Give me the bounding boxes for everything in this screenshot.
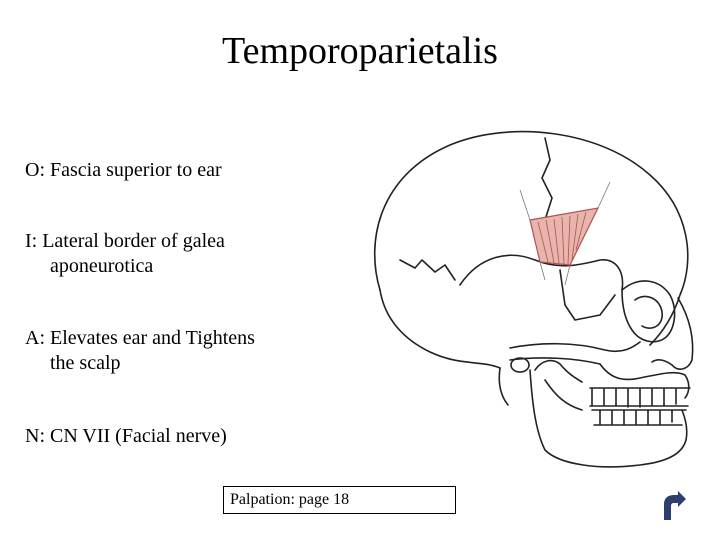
slide-title: Temporoparietalis (222, 30, 498, 72)
mandible-outline (529, 369, 688, 468)
maxilla-outline (599, 363, 690, 399)
action-line-1: A: Elevates ear and Tightens (25, 327, 255, 349)
origin-text: O: Fascia superior to ear (25, 159, 222, 181)
orbit-outline (621, 280, 676, 343)
insertion-line-2: aponeurotica (50, 255, 154, 277)
lower-teeth (591, 409, 687, 426)
skull-illustration (373, 130, 694, 468)
sphenoid-outline (559, 269, 616, 321)
mastoid-process (498, 367, 509, 406)
nasal-outline (671, 297, 694, 370)
palpation-box: Palpation: page 18 (223, 486, 456, 514)
temporoparietalis-muscle (519, 181, 611, 286)
ear-canal (510, 357, 530, 373)
upper-teeth (589, 387, 691, 408)
cranium-outline (373, 130, 689, 346)
return-arrow-icon[interactable] (656, 490, 688, 522)
action-text: A: Elevates ear and Tightens the scalp (25, 326, 325, 376)
squamous-suture (459, 254, 624, 291)
occipital-outline (379, 289, 501, 369)
lambdoid-suture (399, 259, 456, 281)
insertion-line-1: I: Lateral border of galea (25, 230, 225, 252)
nerve-text: N: CN VII (Facial nerve) (25, 425, 227, 447)
insertion-text: I: Lateral border of galea aponeurotica (25, 229, 325, 279)
action-line-2: the scalp (50, 352, 121, 374)
zygomatic-arch (509, 341, 641, 353)
